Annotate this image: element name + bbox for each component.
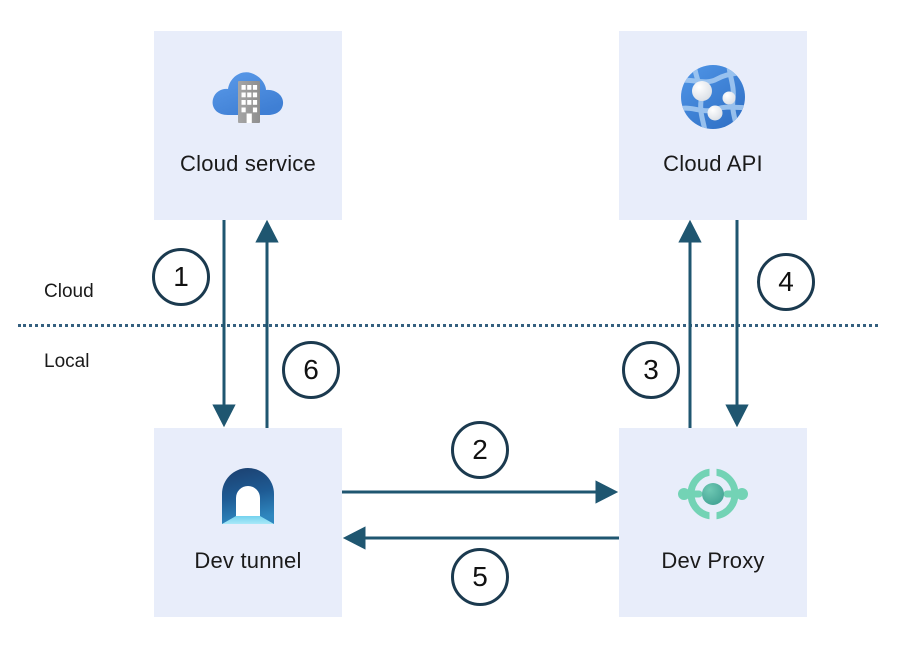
node-cloud-service[interactable]: Cloud service — [154, 31, 342, 220]
step-marker-3: 3 — [622, 341, 680, 399]
step-marker-5: 5 — [451, 548, 509, 606]
cloud-local-boundary-divider — [18, 324, 878, 327]
node-label-cloud-api: Cloud API — [663, 151, 763, 176]
tunnel-icon — [222, 468, 274, 524]
node-label-dev-tunnel: Dev tunnel — [194, 548, 302, 573]
step-marker-6: 6 — [282, 341, 340, 399]
node-cloud-api[interactable]: Cloud API — [619, 31, 807, 220]
node-label-dev-proxy: Dev Proxy — [661, 548, 765, 573]
node-label-cloud-service: Cloud service — [180, 151, 316, 176]
node-dev-proxy[interactable]: Dev Proxy — [619, 428, 807, 617]
step-marker-2: 2 — [451, 421, 509, 479]
step-marker-1: 1 — [152, 248, 210, 306]
node-dev-tunnel[interactable]: Dev tunnel — [154, 428, 342, 617]
zone-label-cloud: Cloud — [44, 281, 94, 302]
globe-network-icon — [681, 65, 745, 129]
cloud-building-icon — [212, 72, 284, 123]
zone-label-local: Local — [44, 351, 90, 372]
proxy-target-icon — [678, 468, 748, 520]
step-marker-4: 4 — [757, 253, 815, 311]
